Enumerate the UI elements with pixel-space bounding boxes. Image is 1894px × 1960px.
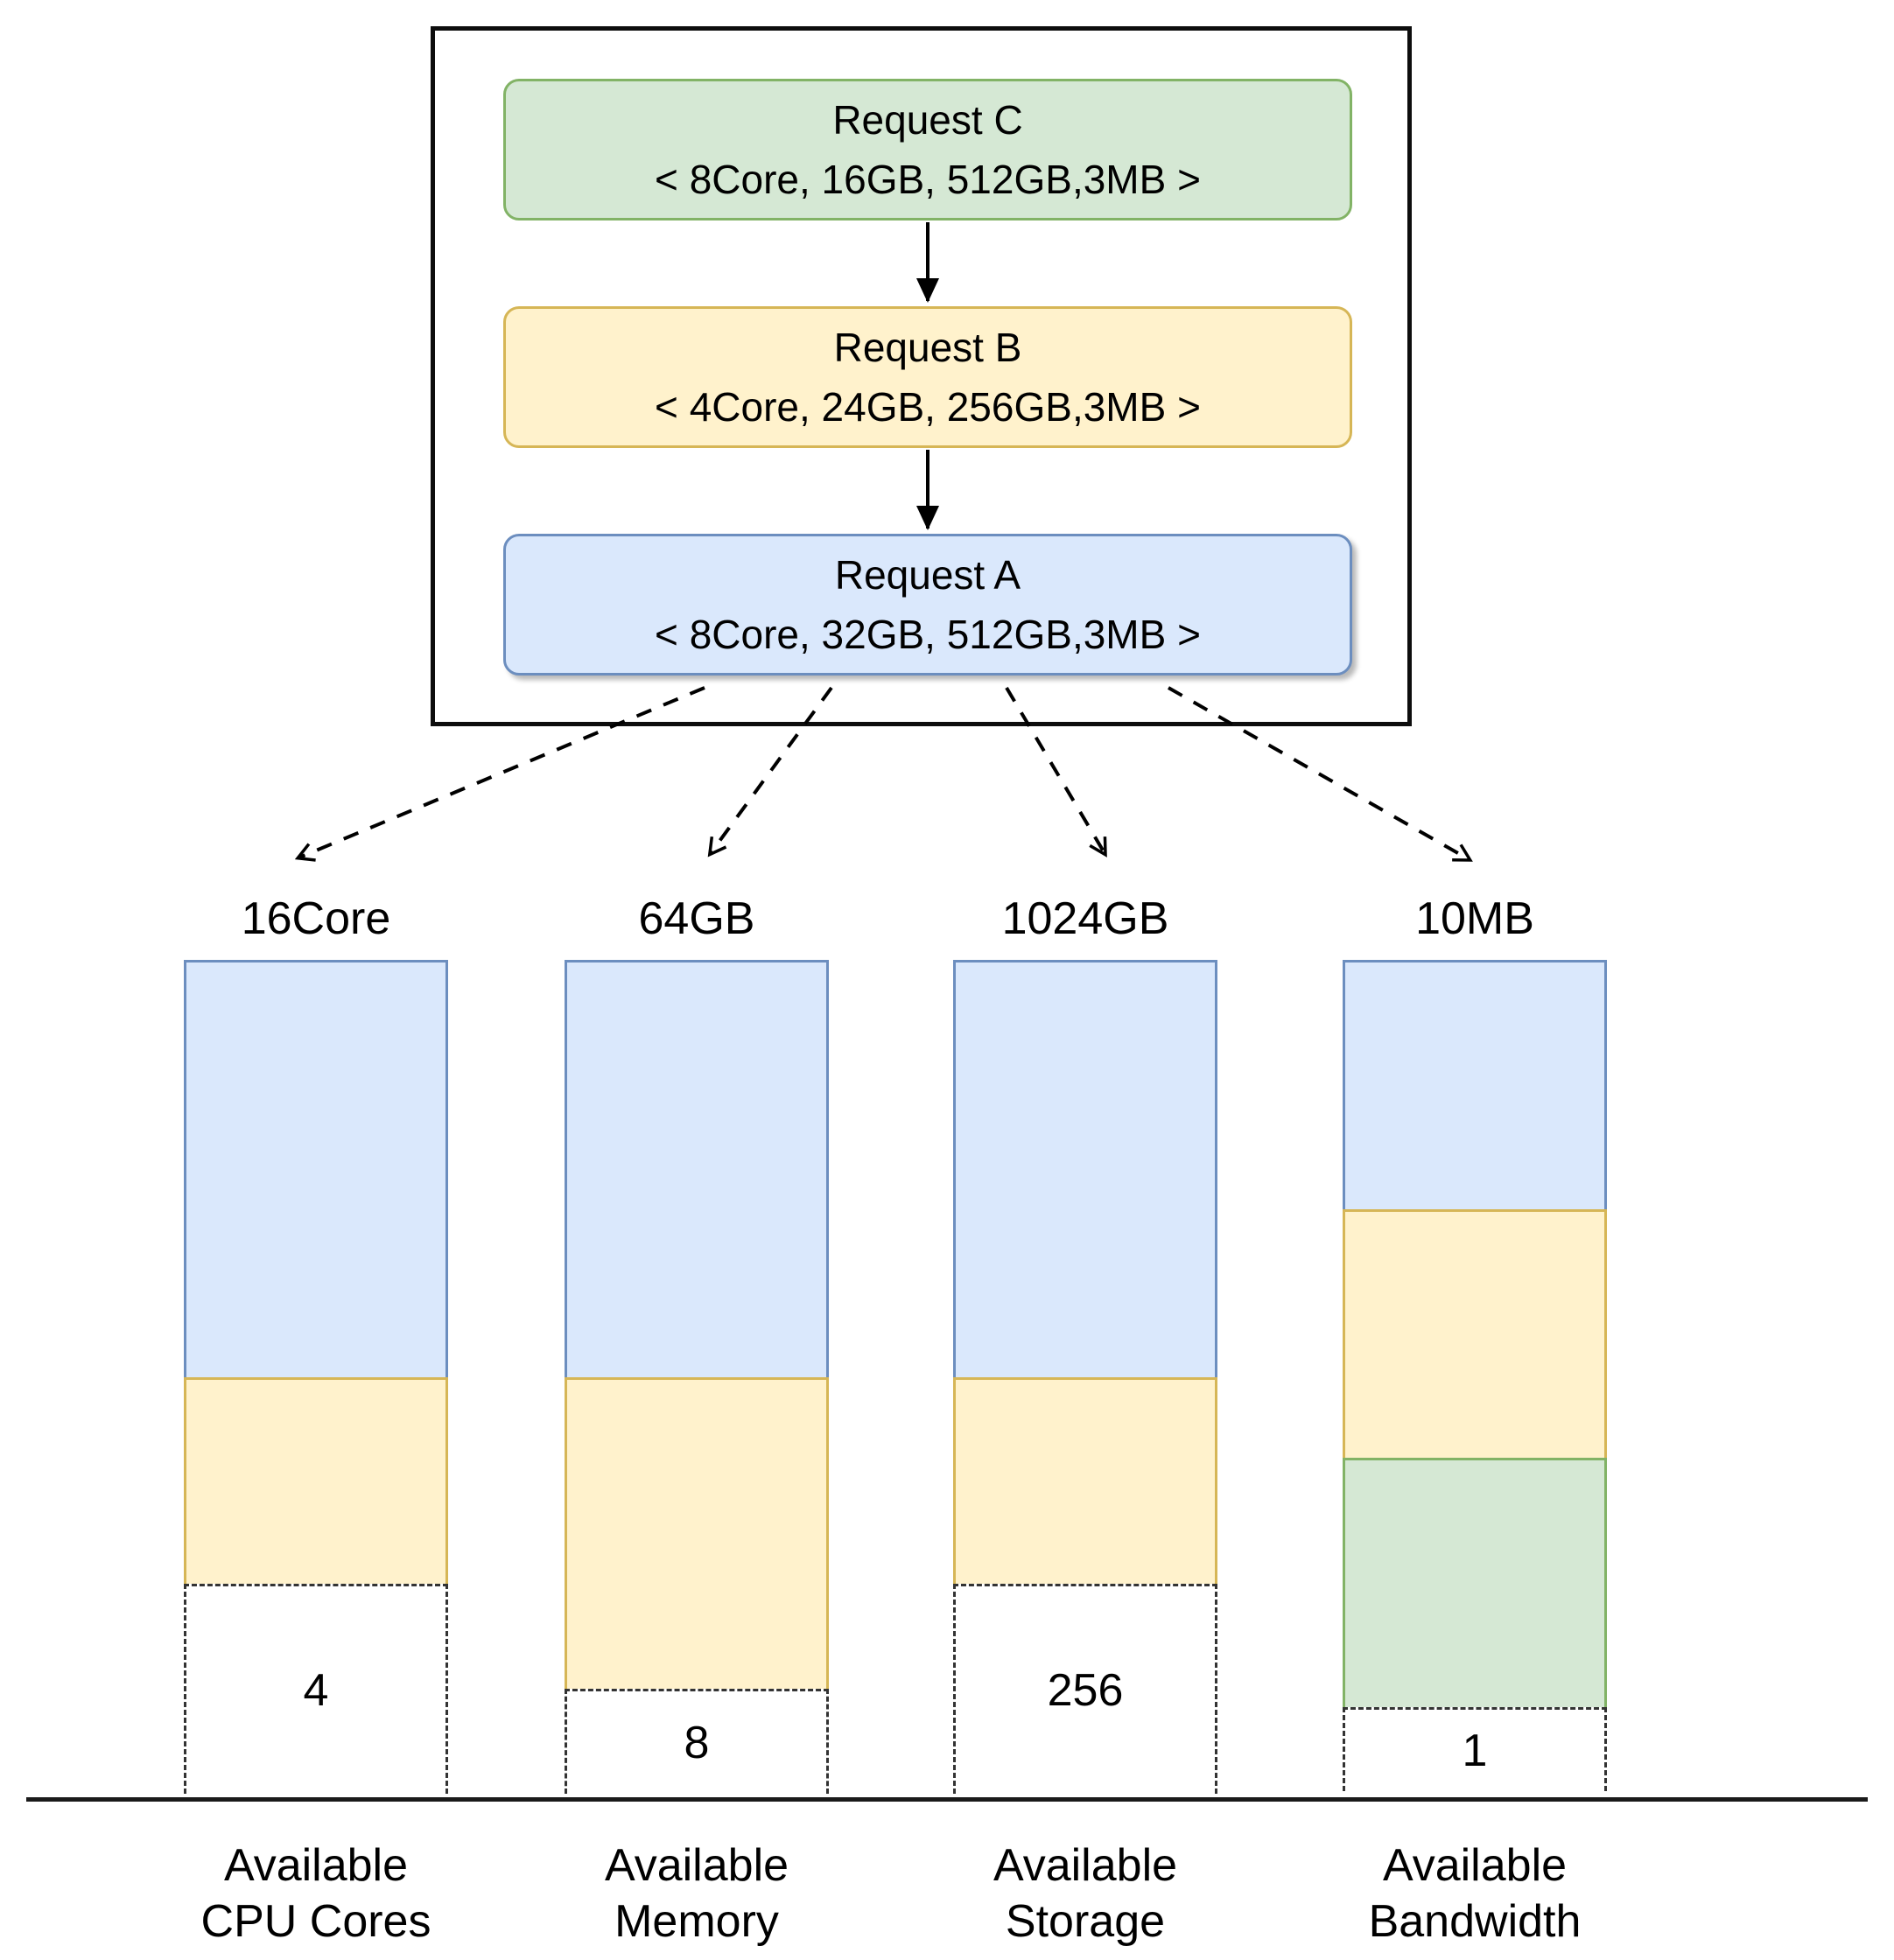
free-amount-label: 8 xyxy=(684,1717,710,1768)
segment-request-b xyxy=(953,1376,1217,1587)
request-a-title: Request A xyxy=(834,552,1021,598)
bar-capacity-label: 64GB xyxy=(638,893,755,944)
segment-free: 256 xyxy=(953,1584,1217,1794)
segment-request-b xyxy=(565,1376,829,1692)
segment-free: 4 xyxy=(184,1584,448,1794)
bar-axis-label-line1: Available xyxy=(604,1840,789,1891)
request-b-tuple: < 4Core, 24GB, 256GB,3MB > xyxy=(655,383,1201,430)
segment-request-a xyxy=(953,960,1217,1380)
bar-axis-label-line2: Memory xyxy=(614,1896,779,1947)
bar-axis-label-line1: Available xyxy=(223,1840,409,1891)
free-amount-label: 4 xyxy=(303,1664,329,1716)
bar-capacity-label: 16Core xyxy=(241,893,391,944)
bar-axis-label-line1: Available xyxy=(993,1840,1178,1891)
bar-axis-label-line2: CPU Cores xyxy=(200,1896,431,1947)
bar-capacity-label: 10MB xyxy=(1415,893,1534,944)
segment-free: 1 xyxy=(1343,1707,1607,1791)
segment-request-b xyxy=(1343,1208,1607,1461)
bar-capacity-label: 1024GB xyxy=(1001,893,1169,944)
request-c-title: Request C xyxy=(832,97,1023,144)
free-amount-label: 1 xyxy=(1462,1725,1488,1776)
request-b-box: Request B < 4Core, 24GB, 256GB,3MB > xyxy=(503,306,1352,448)
free-amount-label: 256 xyxy=(1047,1664,1124,1716)
segment-request-c xyxy=(1343,1458,1607,1711)
request-a-tuple: < 8Core, 32GB, 512GB,3MB > xyxy=(655,611,1201,657)
segment-request-a xyxy=(565,960,829,1380)
request-b-title: Request B xyxy=(833,325,1022,371)
segment-request-b xyxy=(184,1376,448,1587)
bar-axis-label-line1: Available xyxy=(1382,1840,1568,1891)
request-a-box: Request A < 8Core, 32GB, 512GB,3MB > xyxy=(503,534,1352,676)
segment-request-a xyxy=(1343,960,1607,1212)
segment-request-a xyxy=(184,960,448,1380)
request-queue-box xyxy=(431,26,1412,726)
baseline-axis xyxy=(26,1797,1868,1802)
bar-axis-label-line2: Bandwidth xyxy=(1368,1896,1582,1947)
bar-axis-label-line2: Storage xyxy=(1005,1896,1166,1947)
request-c-tuple: < 8Core, 16GB, 512GB,3MB > xyxy=(655,156,1201,202)
segment-free: 8 xyxy=(565,1689,829,1794)
request-c-box: Request C < 8Core, 16GB, 512GB,3MB > xyxy=(503,79,1352,220)
